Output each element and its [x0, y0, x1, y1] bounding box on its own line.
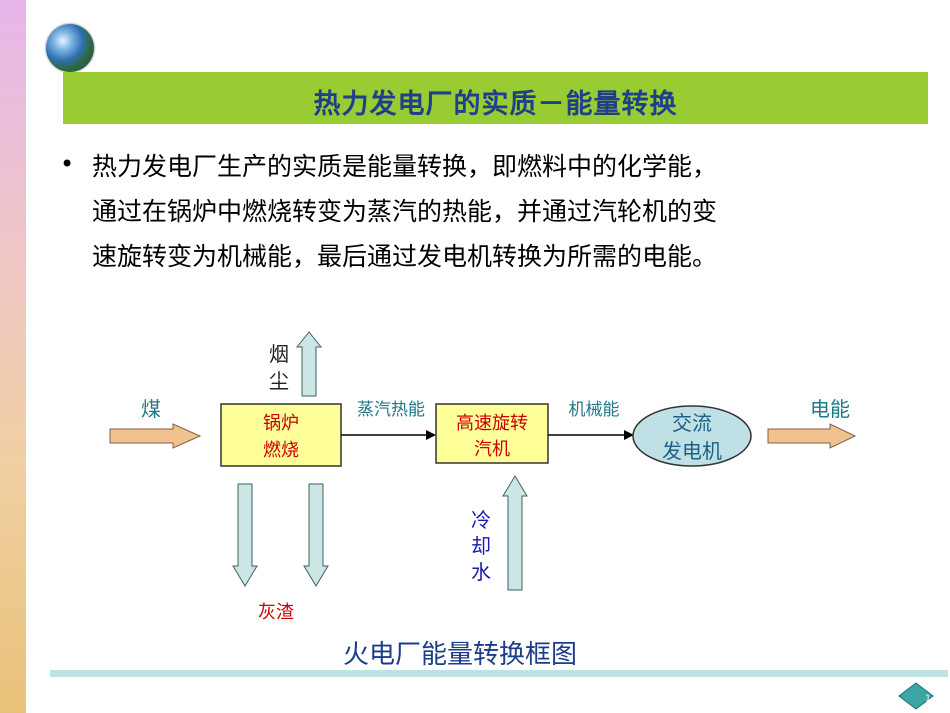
mechanical-energy-label: 机械能 [569, 400, 620, 420]
steam-energy-label: 蒸汽热能 [357, 400, 425, 420]
mechanical-arrowhead [624, 430, 634, 440]
ash-label: 灰渣 [258, 602, 294, 623]
cooling-label-2: 却 [471, 534, 491, 558]
title-bar: 热力发电厂的实质－能量转换 [63, 72, 928, 124]
page-title: 热力发电厂的实质－能量转换 [313, 89, 678, 120]
smoke-label-2: 尘 [269, 369, 289, 393]
diamond-nav-icon [898, 682, 934, 710]
body-line-1: 热力发电厂生产的实质是能量转换，即燃料中的化学能， [92, 152, 718, 181]
coal-arrow [109, 423, 202, 449]
body-paragraph: 热力发电厂生产的实质是能量转换，即燃料中的化学能， 通过在锅炉中燃烧转变为蒸汽的… [92, 144, 912, 279]
next-page-button[interactable]: 1 [898, 682, 934, 710]
electric-arrow [767, 423, 857, 449]
side-decor-strip [0, 0, 26, 713]
globe-icon [46, 24, 94, 72]
ash-arrow-right [303, 483, 329, 587]
steam-arrowhead [426, 430, 436, 440]
electric-energy-label: 电能 [810, 397, 850, 421]
generator-label-1: 交流 [672, 411, 712, 435]
cooling-water-arrow [502, 475, 528, 591]
bottom-divider [50, 670, 948, 677]
coal-label: 煤 [141, 397, 161, 421]
turbine-box [435, 403, 549, 464]
turbine-label-1: 高速旋转 [456, 413, 528, 434]
body-line-2: 通过在锅炉中燃烧转变为蒸汽的热能，并通过汽轮机的变 [92, 197, 718, 226]
boiler-label-2: 燃烧 [263, 440, 299, 461]
body-line-3: 速旋转变为机械能，最后通过发电机转换为所需的电能。 [92, 242, 718, 271]
smoke-label-1: 烟 [269, 342, 289, 366]
boiler-label-1: 锅炉 [263, 413, 299, 434]
ash-arrow-left [232, 483, 258, 587]
boiler-box [220, 403, 342, 467]
page-number: 1 [925, 694, 931, 704]
diagram-caption: 火电厂能量转换框图 [343, 640, 578, 670]
cooling-label-1: 冷 [471, 508, 491, 532]
generator-ellipse [632, 405, 752, 467]
cooling-label-3: 水 [471, 560, 491, 584]
turbine-label-2: 汽机 [474, 439, 510, 460]
smoke-arrow [295, 331, 323, 397]
bullet-icon: • [60, 150, 75, 178]
generator-label-2: 发电机 [662, 439, 722, 463]
